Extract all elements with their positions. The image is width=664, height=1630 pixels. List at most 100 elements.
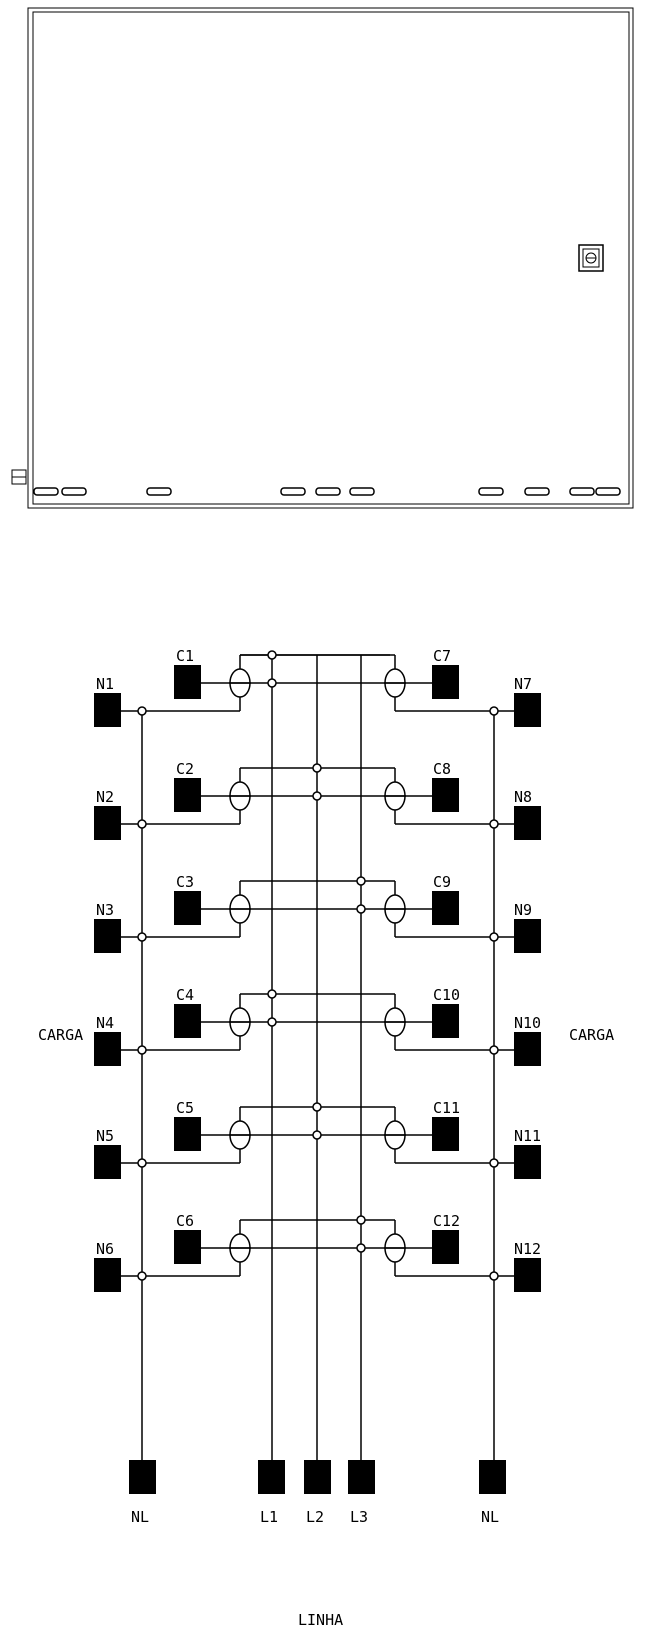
junction-dot <box>356 1215 366 1225</box>
neutral-label-right: N12 <box>514 1240 541 1258</box>
cable-gland <box>61 487 87 496</box>
neutral-terminal-left <box>94 1032 121 1066</box>
neutral-label-right: N11 <box>514 1127 541 1145</box>
junction-dot <box>267 989 277 999</box>
load-terminal-left <box>174 1004 201 1038</box>
load-label-left: C1 <box>176 647 194 665</box>
junction-dot <box>489 1158 499 1168</box>
cable-gland <box>569 487 595 496</box>
neutral-terminal-left <box>94 1258 121 1292</box>
neutral-label-right: N10 <box>514 1014 541 1032</box>
line-terminal-block <box>258 1460 285 1494</box>
junction-dot <box>356 876 366 886</box>
junction-dot <box>137 1158 147 1168</box>
neutral-label-right: N7 <box>514 675 532 693</box>
load-terminal-right <box>432 1230 459 1264</box>
junction-dot <box>137 819 147 829</box>
line-terminal-label: L1 <box>260 1508 278 1526</box>
neutral-terminal-right <box>514 1258 541 1292</box>
enclosure-door <box>32 11 630 505</box>
load-terminal-right <box>432 891 459 925</box>
neutral-terminal-left <box>94 1145 121 1179</box>
junction-dot <box>312 763 322 773</box>
gland-body <box>315 487 341 496</box>
load-terminal-left <box>174 1230 201 1264</box>
junction-dot <box>267 678 277 688</box>
line-terminal: L2 <box>304 1460 331 1526</box>
gland-body <box>61 487 87 496</box>
load-label-right: C11 <box>433 1099 460 1117</box>
neutral-label-left: N6 <box>96 1240 114 1258</box>
junction-dot <box>137 1045 147 1055</box>
gland-body <box>595 487 621 496</box>
load-label-right: C10 <box>433 986 460 1004</box>
neutral-terminal-right <box>514 806 541 840</box>
gland-body <box>569 487 595 496</box>
load-terminal-left <box>174 891 201 925</box>
neutral-label-right: N9 <box>514 901 532 919</box>
line-terminal-label: NL <box>481 1508 499 1526</box>
load-terminal-right <box>432 778 459 812</box>
junction-dot <box>356 1243 366 1253</box>
line-terminal-block <box>479 1460 506 1494</box>
neutral-label-left: N3 <box>96 901 114 919</box>
gland-body <box>478 487 504 496</box>
cable-gland <box>595 487 621 496</box>
neutral-label-left: N5 <box>96 1127 114 1145</box>
gland-body <box>146 487 172 496</box>
junction-dot <box>137 1271 147 1281</box>
bottom-caption: LINHA <box>298 1611 343 1629</box>
load-label-left: C4 <box>176 986 194 1004</box>
neutral-terminal-right <box>514 693 541 727</box>
neutral-terminal-right <box>514 1145 541 1179</box>
line-terminal-label: L3 <box>350 1508 368 1526</box>
line-terminal: NL <box>129 1460 156 1526</box>
neutral-label-left: N1 <box>96 675 114 693</box>
hinge-icon <box>11 469 27 485</box>
load-label-right: C8 <box>433 760 451 778</box>
load-terminal-left <box>174 1117 201 1151</box>
load-terminal-left <box>174 665 201 699</box>
line-terminal: NL <box>479 1460 506 1526</box>
cable-gland <box>524 487 550 496</box>
line-terminal-label: L2 <box>306 1508 324 1526</box>
load-terminal-right <box>432 1004 459 1038</box>
load-label-left: C2 <box>176 760 194 778</box>
junction-dot <box>137 706 147 716</box>
junction-dot <box>489 1271 499 1281</box>
enclosure-outer-frame <box>27 7 634 509</box>
neutral-terminal-right <box>514 1032 541 1066</box>
gland-body <box>524 487 550 496</box>
junction-dot <box>137 932 147 942</box>
junction-dot <box>312 791 322 801</box>
neutral-label-left: N4 <box>96 1014 114 1032</box>
cable-gland <box>349 487 375 496</box>
gland-body <box>33 487 59 496</box>
load-label-left: C3 <box>176 873 194 891</box>
junction-dot <box>489 819 499 829</box>
line-terminal: L1 <box>258 1460 285 1526</box>
enclosure-elevation <box>11 7 634 509</box>
load-label-right: C7 <box>433 647 451 665</box>
line-terminal-label: NL <box>131 1508 149 1526</box>
side-label-left: CARGA <box>38 1026 83 1044</box>
neutral-terminal-left <box>94 919 121 953</box>
junction-dot <box>267 1017 277 1027</box>
line-terminal-block <box>129 1460 156 1494</box>
load-terminal-right <box>432 665 459 699</box>
junction-dot <box>489 706 499 716</box>
side-label-right: CARGA <box>569 1026 614 1044</box>
cable-gland <box>315 487 341 496</box>
cable-gland <box>478 487 504 496</box>
load-terminal-right <box>432 1117 459 1151</box>
load-label-left: C6 <box>176 1212 194 1230</box>
neutral-terminal-left <box>94 806 121 840</box>
load-label-right: C12 <box>433 1212 460 1230</box>
